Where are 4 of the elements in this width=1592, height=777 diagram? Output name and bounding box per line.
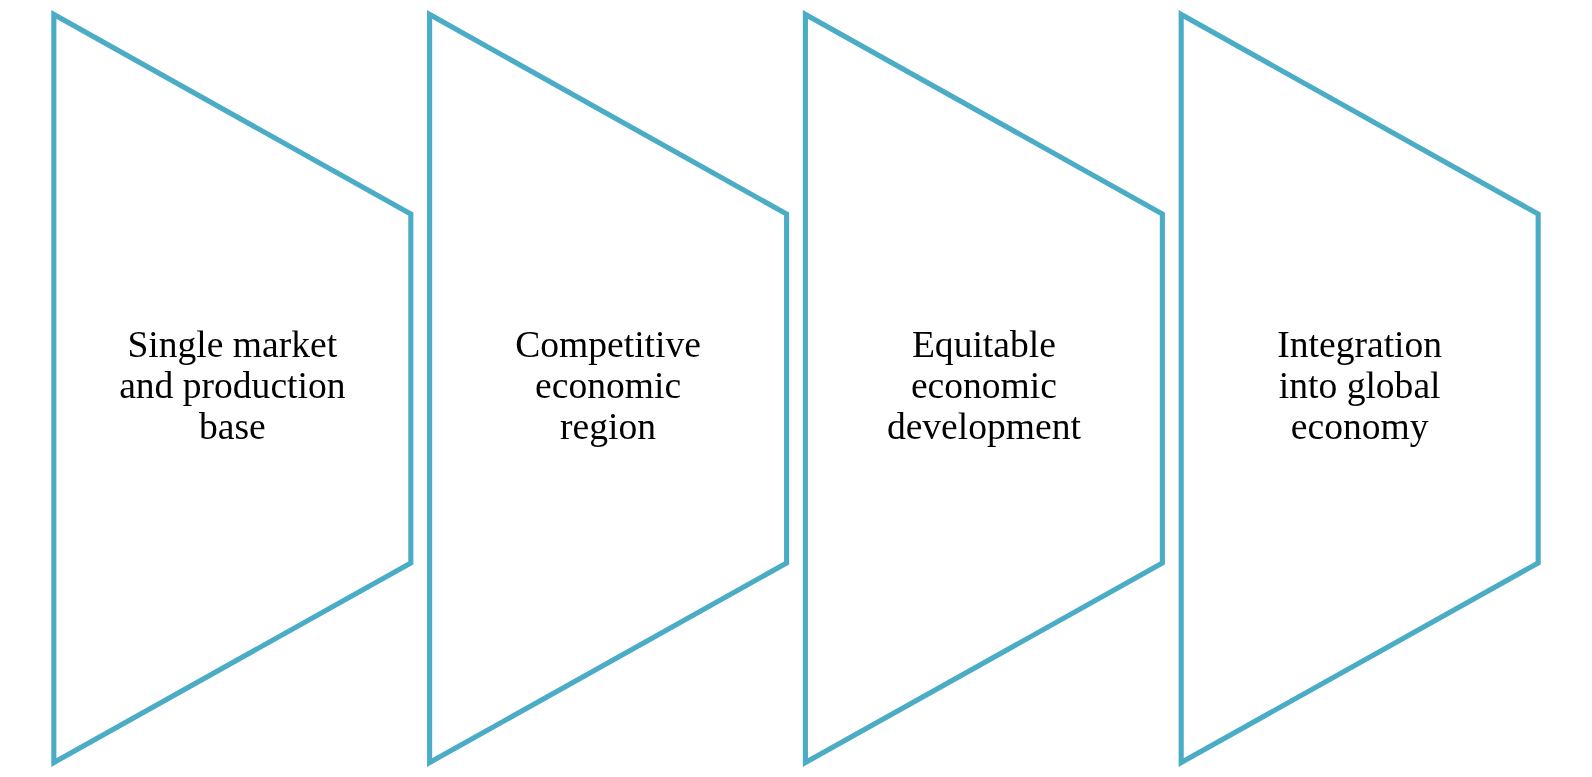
node-box: Integration into global economy <box>1178 10 1541 767</box>
node-box: Competitive economic region <box>427 10 790 767</box>
node-box: Single market and production base <box>51 10 414 767</box>
node-box: Equitable economic development <box>802 10 1165 767</box>
